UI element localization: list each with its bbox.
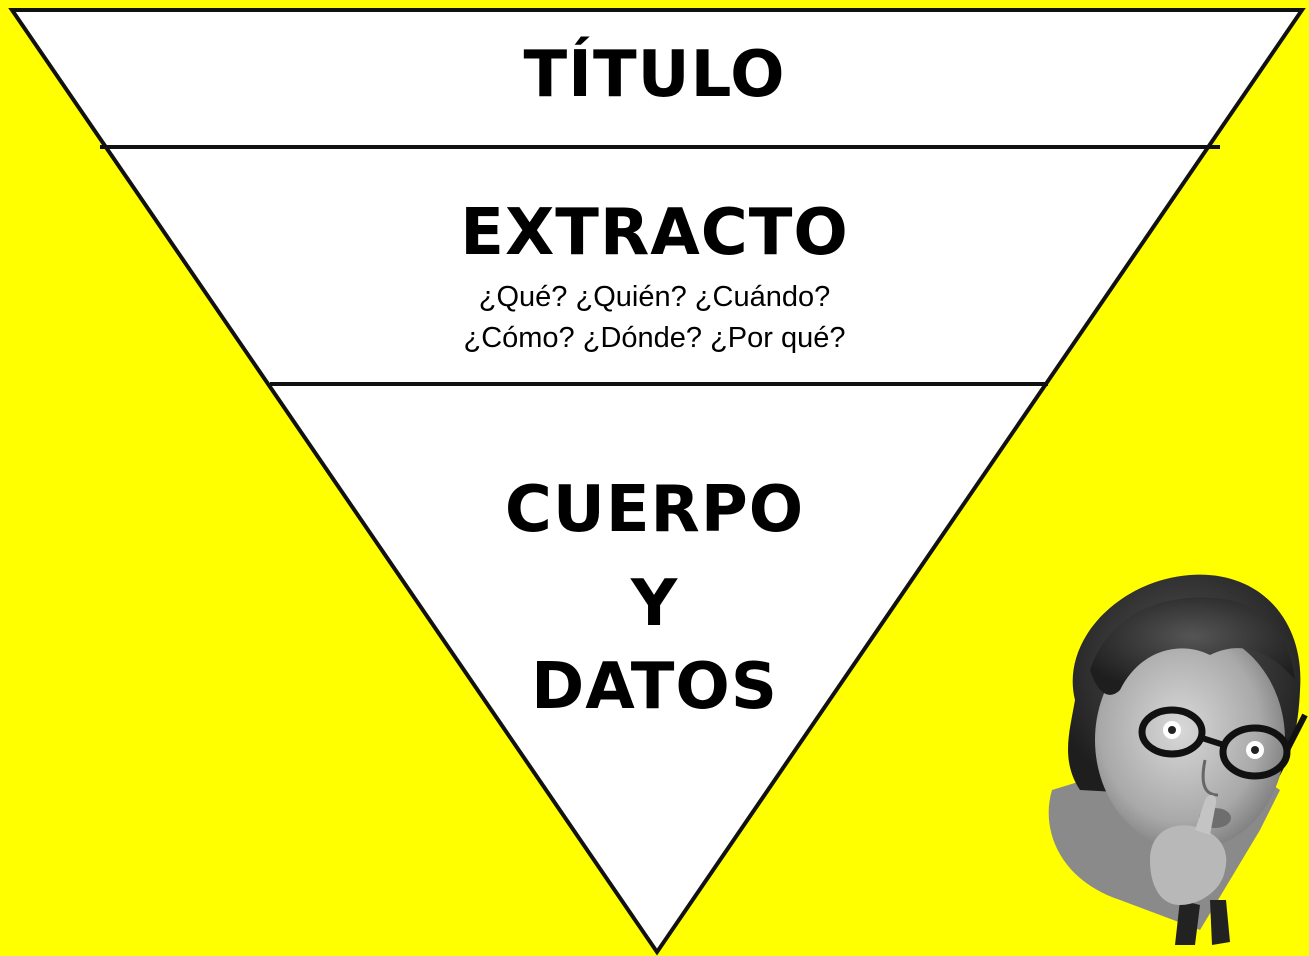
cuerpo-label-line-2: Y xyxy=(630,567,679,641)
curious-woman-illustration xyxy=(1048,574,1308,945)
cuerpo-label-line-1: CUERPO xyxy=(504,473,805,547)
titulo-label: TÍTULO xyxy=(523,38,786,112)
inverted-pyramid xyxy=(8,8,1306,956)
cuerpo-label-line-3: DATOS xyxy=(531,650,778,724)
extracto-label: EXTRACTO xyxy=(460,196,849,270)
extracto-questions-line-1: ¿Qué? ¿Quién? ¿Cuándo? xyxy=(478,281,831,313)
extracto-questions-line-2: ¿Cómo? ¿Dónde? ¿Por qué? xyxy=(463,322,846,354)
